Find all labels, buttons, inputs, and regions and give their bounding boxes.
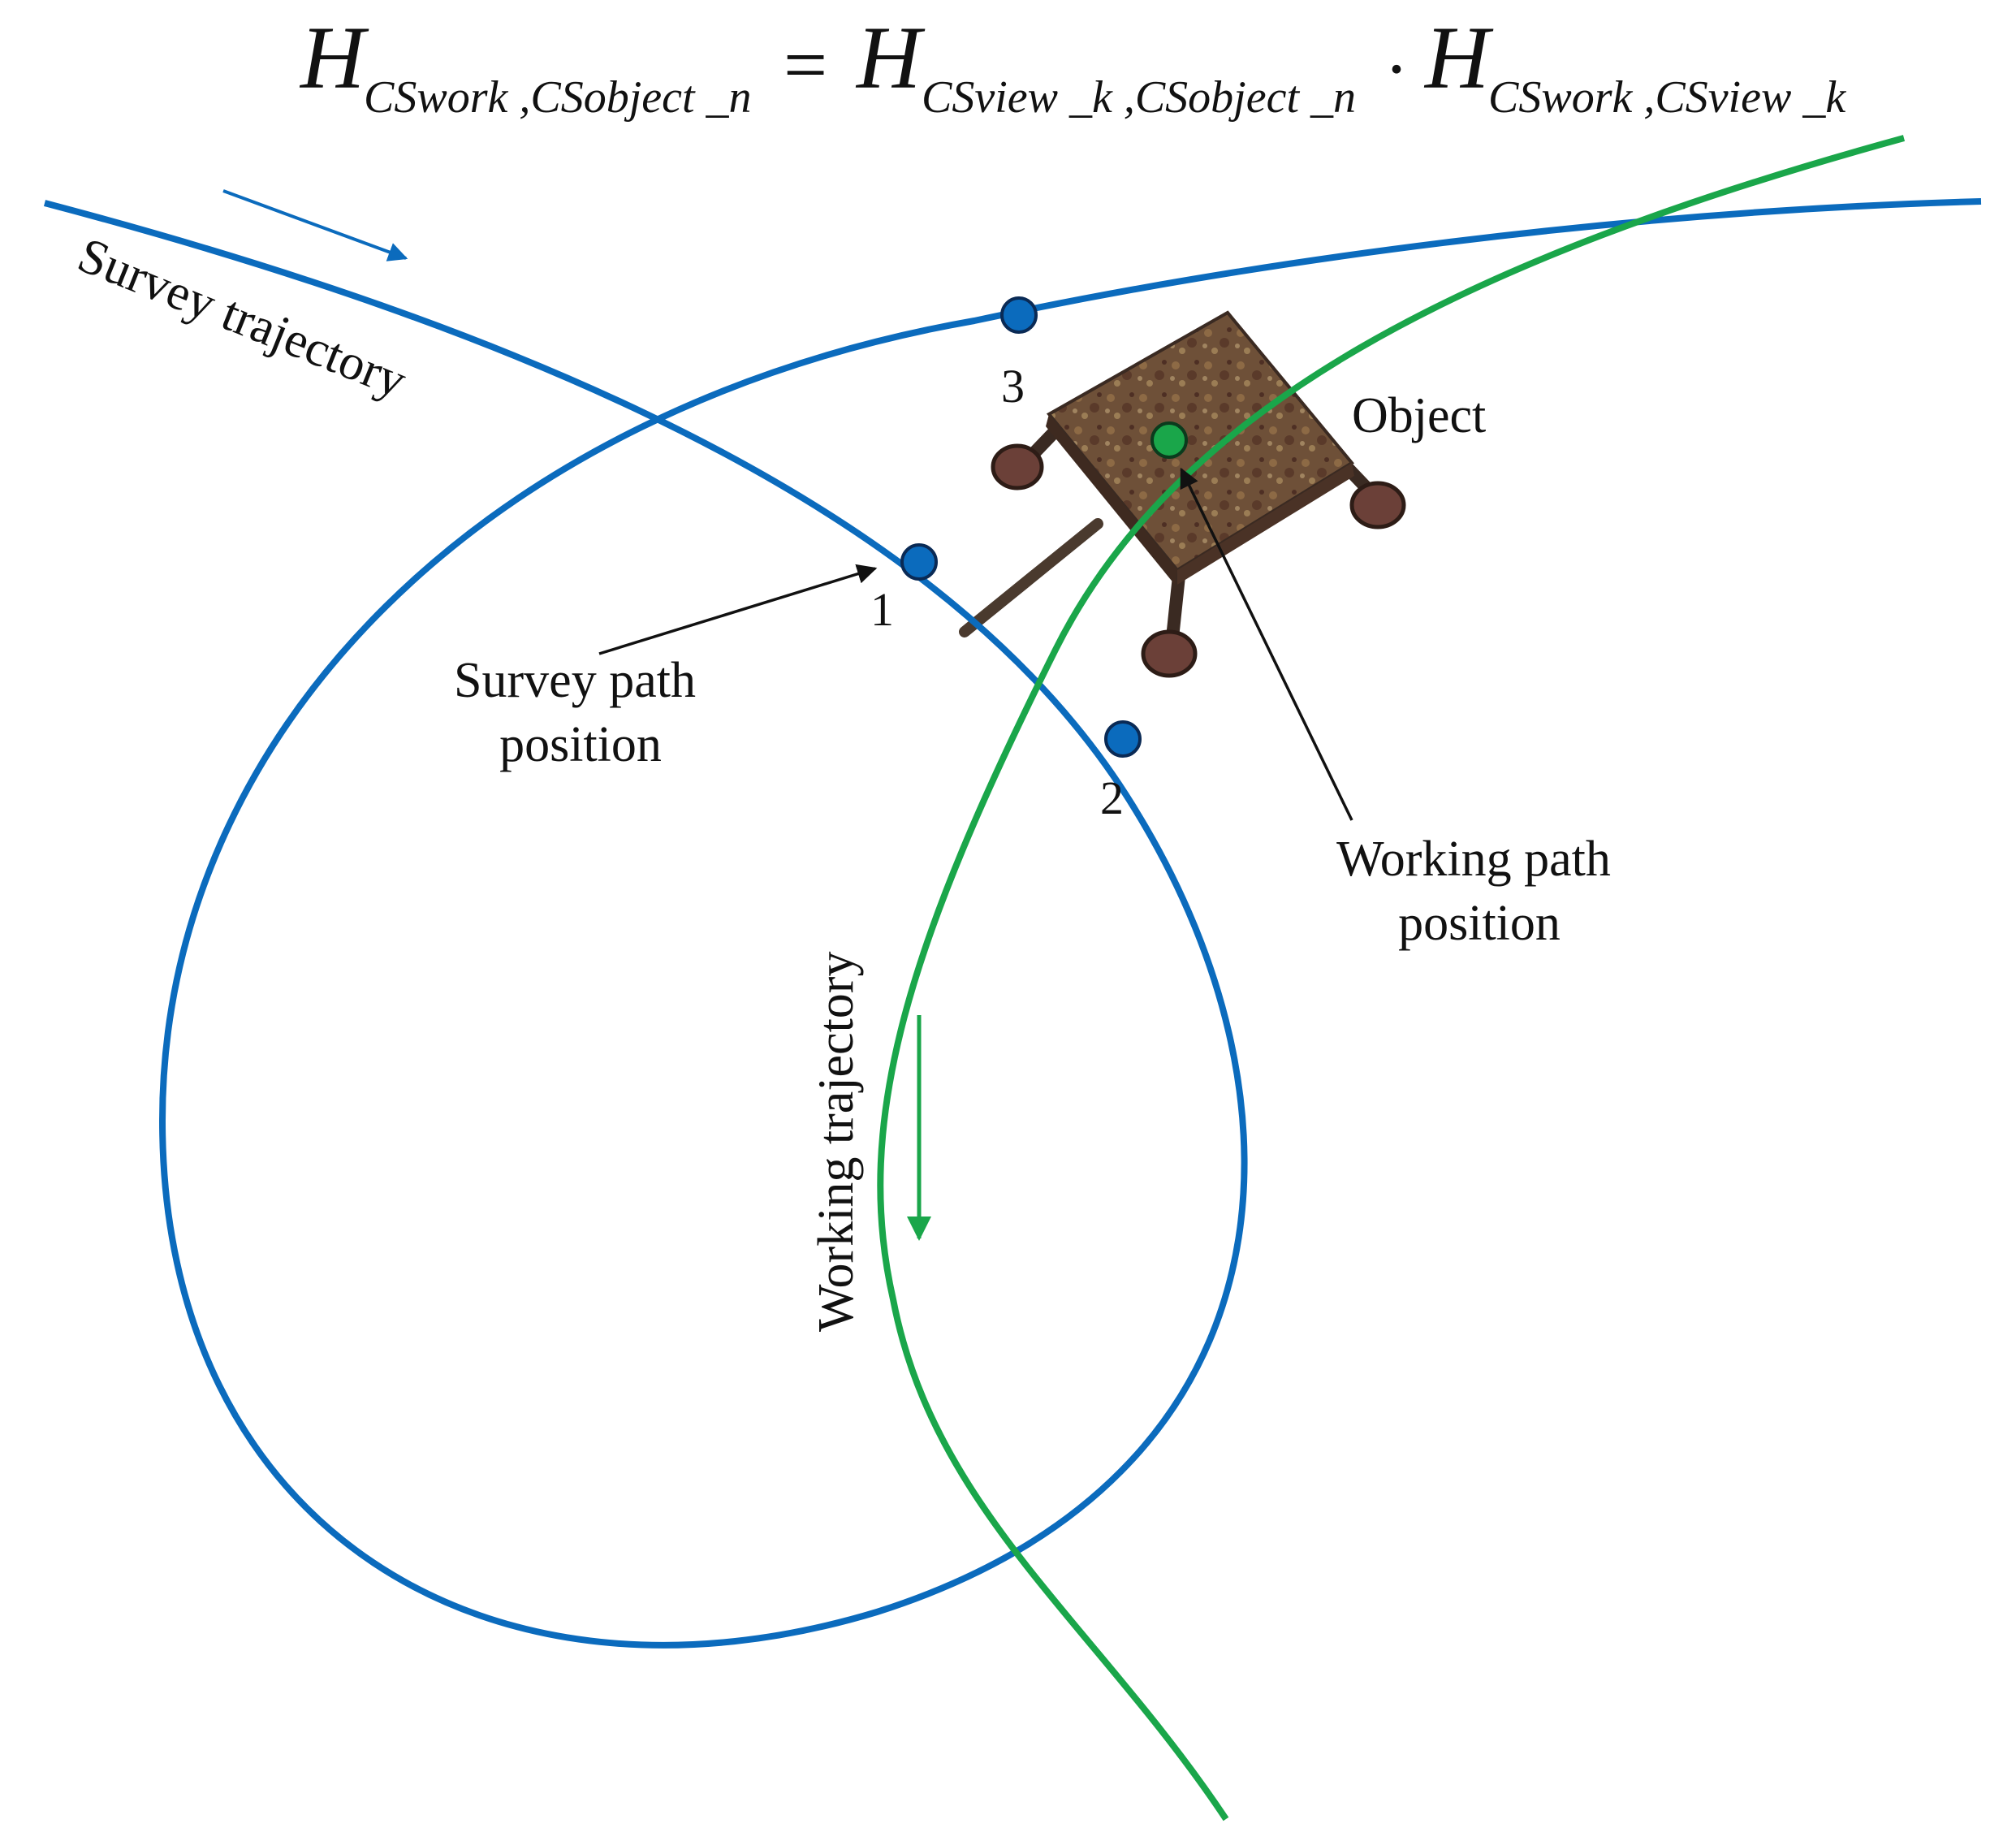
survey-trajectory-curve xyxy=(43,198,1982,1649)
eq-lhs-subscript: CSwork ,CSobject _n xyxy=(364,72,752,123)
working-path-position-label: Working path position xyxy=(1336,832,1611,951)
survey-point-3 xyxy=(1000,296,1038,334)
object-illustration xyxy=(959,310,1406,678)
working-path-pointer-arrow xyxy=(1180,467,1353,821)
object-label: Object xyxy=(1352,388,1486,443)
survey-direction-arrow xyxy=(222,189,408,261)
survey-path-position-label: Survey path position xyxy=(454,653,696,772)
eq-term1-subscript: CSview _k ,CSobject _n xyxy=(922,72,1356,123)
survey-path-position-line2: position xyxy=(499,717,662,772)
eq-term2-subscript: CSwork ,CSview _k xyxy=(1488,72,1846,123)
point-1-label: 1 xyxy=(870,583,894,636)
eq-term2-symbol: H xyxy=(1423,8,1494,107)
eq-dot: · xyxy=(1384,29,1409,110)
survey-point-2 xyxy=(1104,720,1142,758)
working-trajectory-label: Working trajectory xyxy=(809,952,864,1332)
survey-trajectory-label: Survey trajectory xyxy=(71,227,414,409)
working-trajectory-curve xyxy=(877,135,1906,1822)
working-path-point xyxy=(1150,421,1188,459)
survey-point-1 xyxy=(900,543,938,581)
eq-lhs-symbol: H xyxy=(299,8,369,107)
eq-equals: = xyxy=(784,21,827,108)
working-path-position-line2: position xyxy=(1398,896,1561,951)
point-2-label: 2 xyxy=(1100,771,1124,824)
survey-path-position-line1: Survey path xyxy=(454,653,696,708)
transform-equation: H CSwork ,CSobject _n = H CSview _k ,CSo… xyxy=(299,8,1846,123)
survey-path-pointer-arrow xyxy=(598,564,878,655)
working-path-position-line1: Working path xyxy=(1336,832,1611,887)
point-3-label: 3 xyxy=(1001,360,1025,413)
eq-term1-symbol: H xyxy=(855,8,926,107)
